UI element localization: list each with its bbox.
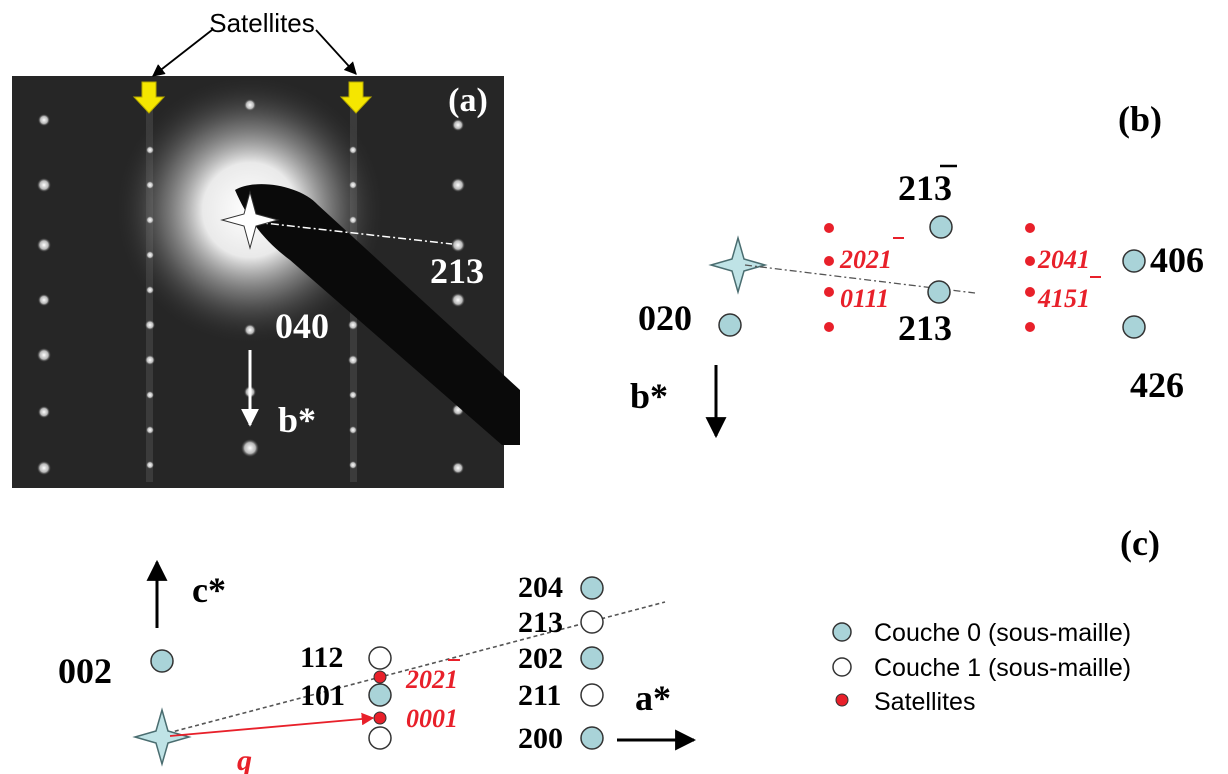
hkl-426: 426 <box>1130 365 1184 405</box>
spot-101 <box>368 683 392 707</box>
yellow-arrow-right <box>339 81 373 114</box>
spot-202 <box>580 646 604 670</box>
panel-a: (a) 213 040 b* <box>12 75 520 488</box>
hkl-200: 200 <box>518 722 563 755</box>
legend-satellite-marker <box>835 693 849 707</box>
q-label: q <box>237 744 252 774</box>
panel-c: (c) c* 002 q 112 101 2021 0001 204 213 2… <box>58 523 1160 774</box>
spot-112 <box>368 646 392 670</box>
spot-200 <box>580 726 604 750</box>
spot-213 <box>580 610 604 634</box>
satellite-2021bar-c <box>373 670 387 684</box>
c-star-label: c* <box>192 570 226 610</box>
hkl-213bar: 213 <box>898 168 952 208</box>
legend-satellite-label: Satellites <box>874 688 975 716</box>
hkl-213-c: 213 <box>518 606 563 639</box>
origin-star-c <box>132 707 192 767</box>
dash-dot-line <box>254 221 453 245</box>
layer0-spots-b <box>718 215 1146 339</box>
legend-layer0-label: Couche 0 (sous-maille) <box>874 619 1131 647</box>
sat-4151bar-b: 4151 <box>1037 284 1090 313</box>
satellite-0001-c <box>373 711 387 725</box>
origin-star <box>220 190 280 250</box>
q-vector <box>169 712 375 737</box>
spot-204 <box>580 576 604 600</box>
spot-label-040: 040 <box>275 306 329 346</box>
panel-b-label: (b) <box>1118 99 1162 139</box>
b-star-label-b: b* <box>630 376 668 416</box>
hkl-406: 406 <box>1150 240 1204 280</box>
spot-211 <box>580 683 604 707</box>
dash-dot-line-b <box>744 264 976 294</box>
hkl-202: 202 <box>518 642 563 675</box>
hkl-112: 112 <box>300 641 343 674</box>
satellite-spots-b <box>824 223 1035 332</box>
hkl-211: 211 <box>518 679 561 712</box>
spot-label-213: 213 <box>430 251 484 291</box>
sat-2021bar-b: 2021 <box>839 245 892 274</box>
origin-star-b <box>708 235 768 295</box>
panel-c-label: (c) <box>1120 523 1160 563</box>
pointer-left <box>152 29 213 77</box>
spot-002 <box>150 649 174 673</box>
sat-2021bar-c: 2021 <box>405 665 458 694</box>
sat-0111-b: 0111 <box>840 284 889 313</box>
legend-layer0-marker <box>832 622 852 642</box>
satellites-annotation: Satellites <box>152 8 357 77</box>
hkl-002: 002 <box>58 651 112 691</box>
a-star-label: a* <box>635 678 671 718</box>
sat-2041-b: 2041 <box>1037 245 1090 274</box>
hkl-213: 213 <box>898 308 952 348</box>
sat-0001-c: 0001 <box>406 704 458 733</box>
legend: Couche 0 (sous-maille) Couche 1 (sous-ma… <box>832 619 1131 716</box>
diffraction-spots <box>37 99 465 475</box>
legend-layer1-marker <box>832 657 852 677</box>
b-star-label-a: b* <box>278 400 316 440</box>
spot-lower <box>368 726 392 750</box>
pointer-right <box>315 29 357 75</box>
legend-layer1-label: Couche 1 (sous-maille) <box>874 654 1131 682</box>
yellow-arrow-left <box>132 81 166 114</box>
hkl-204: 204 <box>518 571 563 604</box>
hkl-101: 101 <box>300 679 345 712</box>
hkl-020: 020 <box>638 298 692 338</box>
panel-a-label: (a) <box>448 82 488 119</box>
satellites-title: Satellites <box>209 8 315 38</box>
beam-stopper <box>235 184 520 445</box>
panel-b: (b) 213 406 020 213 426 2021 0111 2041 4… <box>630 99 1204 439</box>
